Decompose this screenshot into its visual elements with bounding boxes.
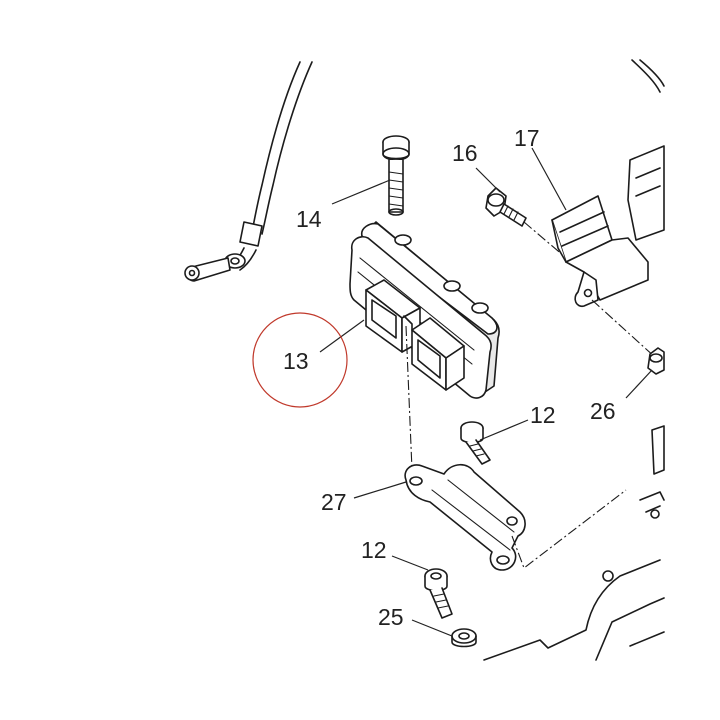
frame-lower bbox=[483, 491, 665, 661]
bolt-14 bbox=[382, 135, 410, 216]
callout-13: 13 bbox=[283, 348, 309, 374]
control-unit-13 bbox=[349, 221, 500, 399]
body-frame bbox=[627, 59, 665, 475]
callout-12-lower: 12 bbox=[361, 537, 387, 563]
bracket-plate-27 bbox=[404, 463, 526, 571]
callout-12-upper: 12 bbox=[530, 402, 556, 428]
callout-14: 14 bbox=[296, 206, 322, 232]
bracket-17 bbox=[551, 195, 649, 308]
centerline-17-26 bbox=[591, 299, 657, 359]
bolt-16 bbox=[485, 187, 527, 227]
centerline-27-frame bbox=[511, 489, 627, 569]
callout-16: 16 bbox=[452, 140, 478, 166]
callout-25: 25 bbox=[378, 604, 404, 630]
leader-lines bbox=[319, 147, 653, 637]
nut-26 bbox=[647, 347, 665, 375]
callout-17: 17 bbox=[514, 125, 540, 151]
bolt-12-upper bbox=[460, 421, 491, 465]
washer-25 bbox=[451, 628, 477, 648]
centerline-unit-bracket bbox=[405, 325, 413, 471]
wire-harness bbox=[184, 61, 313, 282]
callout-27: 27 bbox=[321, 489, 347, 515]
bolt-12-lower bbox=[424, 568, 453, 619]
callout-26: 26 bbox=[590, 398, 616, 424]
highlight-circle bbox=[252, 312, 348, 408]
